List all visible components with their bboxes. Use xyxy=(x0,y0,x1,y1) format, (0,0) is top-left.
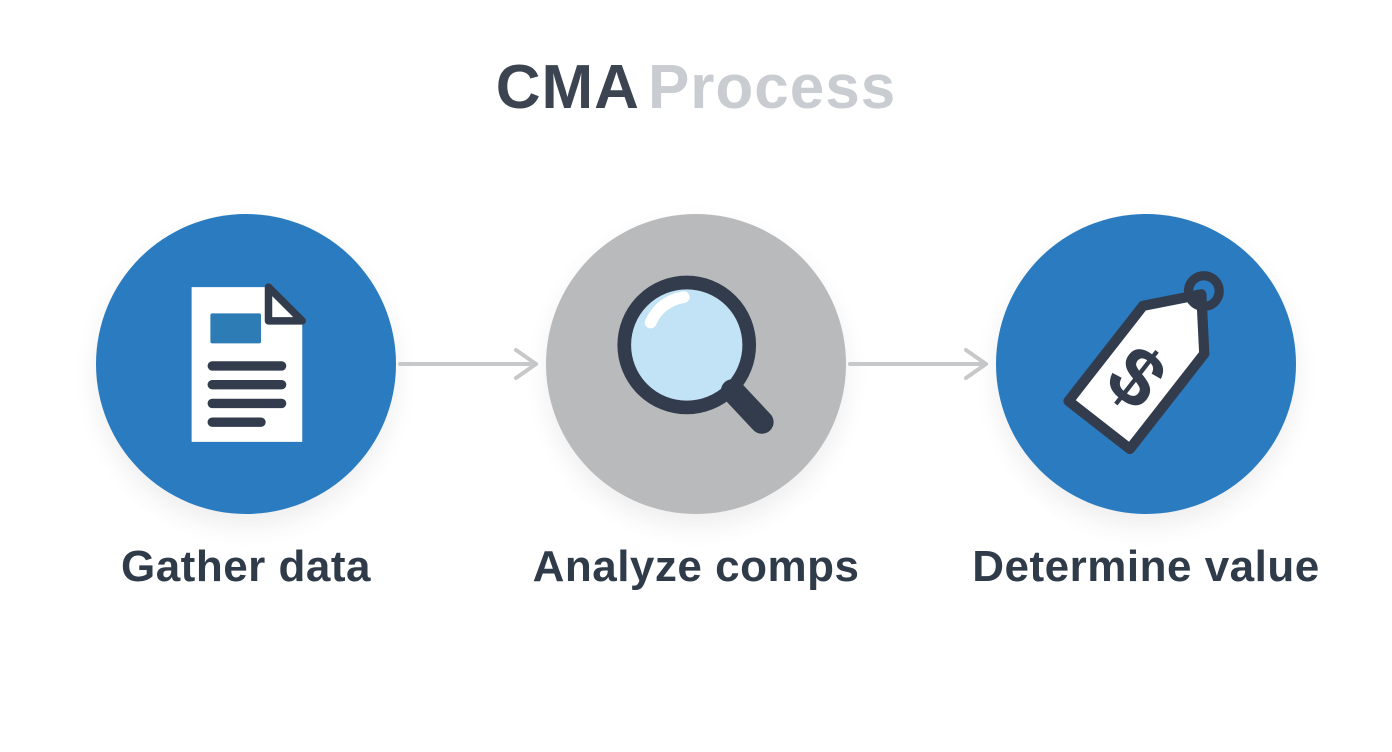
step-label-determine-value: Determine value xyxy=(972,542,1320,591)
step-determine-value: $ Determine value xyxy=(972,214,1319,592)
determine-value-circle: $ xyxy=(996,214,1296,514)
document-icon xyxy=(191,282,306,442)
title-word-cma: CMA xyxy=(495,53,640,122)
step-label-gather-data: Gather data xyxy=(120,542,371,591)
title-word-process: Process xyxy=(647,53,897,122)
step-analyze-comps: Analyze comps xyxy=(533,214,859,592)
arrow-right-icon xyxy=(398,348,538,380)
price-tag-icon: $ xyxy=(1062,270,1224,454)
magnifier-icon xyxy=(616,275,774,434)
step-label-analyze-comps: Analyze comps xyxy=(532,542,860,591)
gather-data-circle xyxy=(96,214,396,514)
arrow-right-icon xyxy=(848,348,988,380)
step-gather-data: Gather data xyxy=(96,214,396,592)
analyze-comps-circle xyxy=(546,214,846,514)
process-steps: Gather data Analyze comps xyxy=(96,214,1319,592)
